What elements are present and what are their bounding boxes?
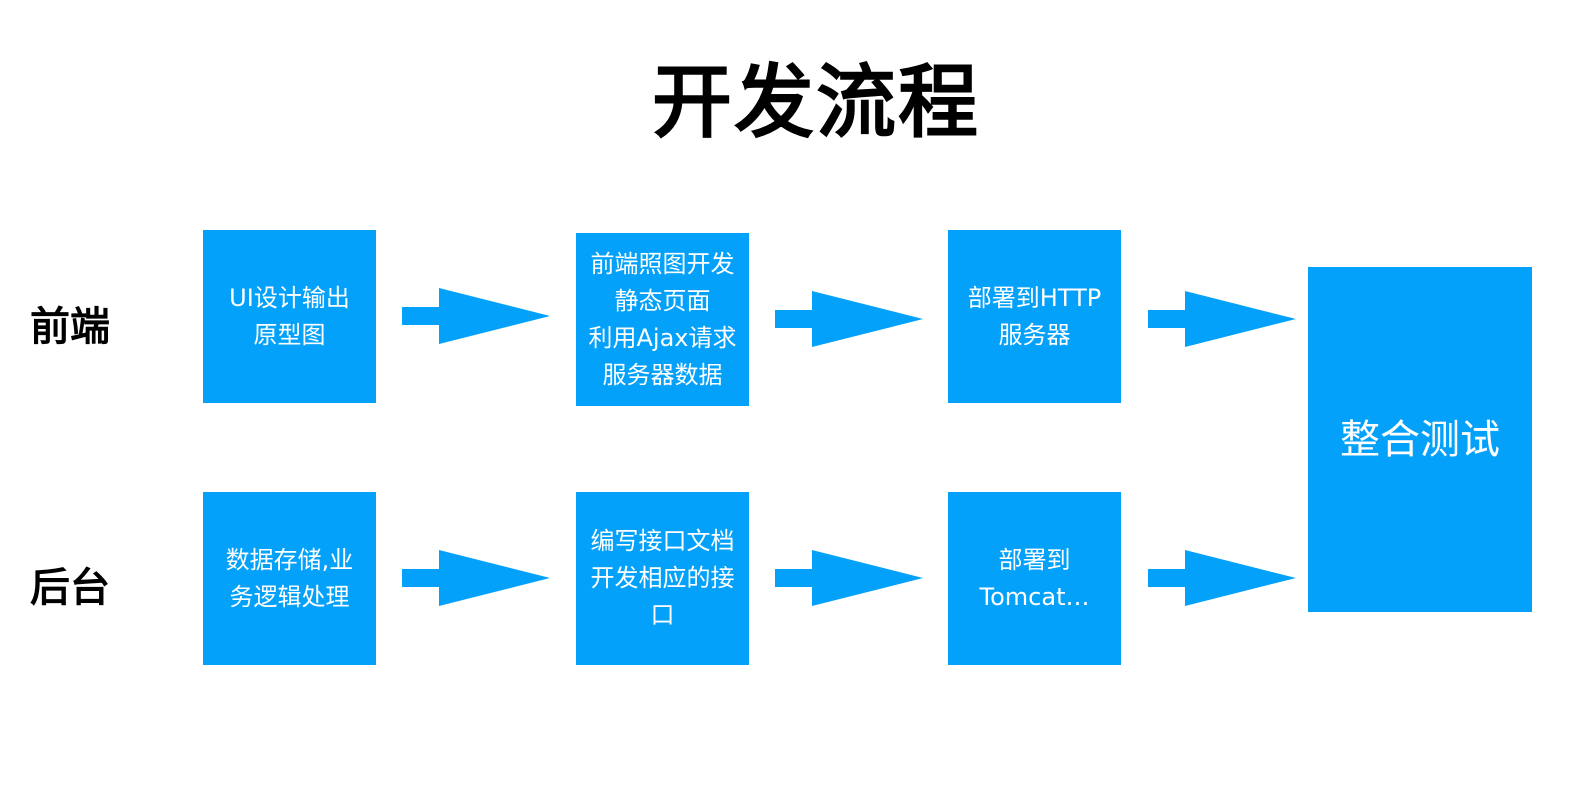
step-text-line: 编写接口文档: [590, 527, 735, 555]
arrow-right-icon: [1148, 550, 1296, 606]
step-text-line: 口: [650, 601, 675, 629]
step-text-line: 前端照图开发: [590, 249, 735, 278]
backend-step-data-logic: 数据存储,业 务逻辑处理: [203, 492, 376, 665]
frontend-step-design: UI设计输出 原型图: [203, 230, 376, 403]
step-text-line: 开发相应的接: [590, 564, 735, 592]
backend-step-api-docs: 编写接口文档 开发相应的接 口: [576, 492, 749, 665]
step-text-line: 服务器数据: [602, 360, 723, 389]
diagram-title: 开发流程: [652, 56, 980, 149]
arrow-right-icon: [775, 550, 923, 606]
step-text-line: 务逻辑处理: [229, 582, 350, 611]
arrow-right-icon: [775, 291, 923, 347]
integration-test-box: 整合测试: [1308, 267, 1532, 612]
arrow-right-icon: [402, 288, 550, 344]
arrow-right-icon: [1148, 291, 1296, 347]
step-text-line: UI设计输出: [229, 283, 350, 312]
step-text-line: 静态页面: [614, 286, 711, 315]
step-text-line: 部署到: [998, 545, 1071, 574]
step-text-line: 利用Ajax请求: [588, 323, 737, 352]
arrow-right-icon: [402, 550, 550, 606]
frontend-step-static-pages: 前端照图开发 静态页面 利用Ajax请求 服务器数据: [576, 233, 749, 406]
step-text-line: 部署到HTTP: [967, 283, 1102, 312]
step-text-line: Tomcat…: [979, 582, 1090, 611]
row-label-backend: 后台: [30, 565, 110, 611]
step-text-line: 数据存储,业: [225, 545, 354, 574]
step-text-line: 服务器: [998, 320, 1071, 349]
row-label-frontend: 前端: [30, 304, 110, 350]
backend-step-deploy-tomcat: 部署到 Tomcat…: [948, 492, 1121, 665]
frontend-step-deploy-http: 部署到HTTP 服务器: [948, 230, 1121, 403]
step-text-line: 整合测试: [1340, 416, 1500, 463]
step-text-line: 原型图: [253, 320, 326, 349]
